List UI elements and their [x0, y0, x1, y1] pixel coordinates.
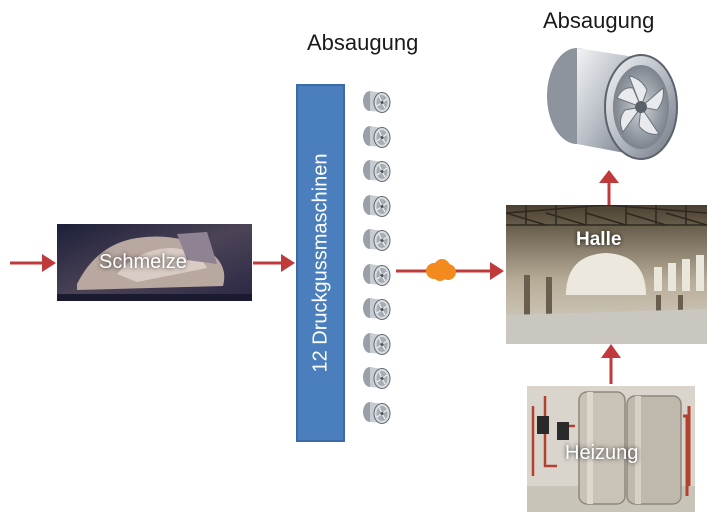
arrow-hall-to-fan [599, 170, 619, 206]
die-casting-machines-bar: 12 Druckgussmaschinen [296, 84, 345, 442]
absaugung-middle-label: Absaugung [307, 30, 419, 55]
fan-icon [360, 297, 392, 321]
absaugung-top-label: Absaugung [543, 8, 655, 33]
fan-icon [360, 125, 392, 149]
heating-label: Heizung [565, 442, 639, 464]
arrow-heating-to-hall [601, 344, 621, 384]
axial-fan-icon [537, 36, 685, 172]
hall-label: Halle [576, 229, 622, 250]
melt-label: Schmelze [99, 251, 187, 273]
fan-icon [360, 332, 392, 356]
heating-photo: Heizung [527, 386, 695, 512]
machines-label: 12 Druckgussmaschinen [309, 153, 331, 373]
fan-icon [360, 263, 392, 287]
melt-photo: Schmelze [57, 224, 252, 301]
fan-icon [360, 194, 392, 218]
arrow-input [10, 254, 56, 272]
fan-icon [360, 401, 392, 425]
heat-blob-icon [426, 259, 456, 281]
fan-icon [360, 159, 392, 183]
fan-icon [360, 228, 392, 252]
hall-photo: Halle [506, 205, 707, 344]
fan-icon [360, 366, 392, 390]
arrow-melt-to-machines [253, 254, 295, 272]
fan-icon [360, 90, 392, 114]
